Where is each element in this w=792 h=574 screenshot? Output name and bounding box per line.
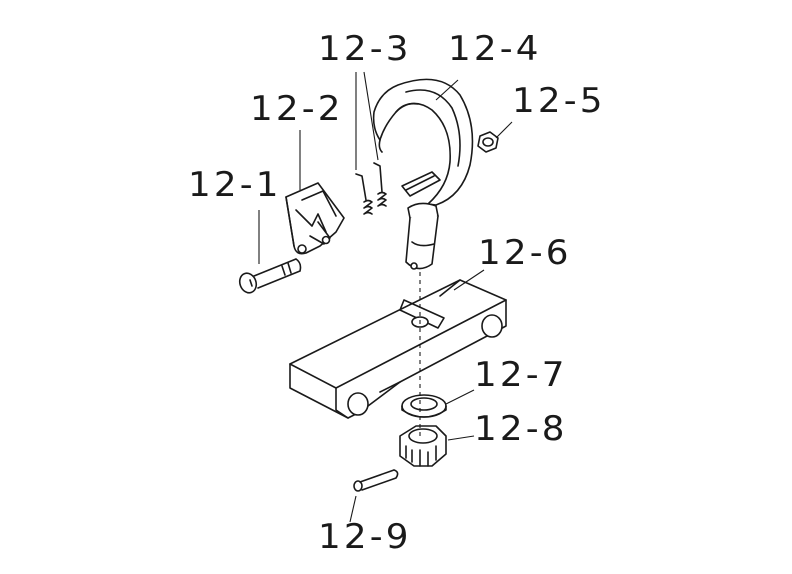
part-label-12-9: 12-9 bbox=[318, 517, 412, 557]
part-label-12-5: 12-5 bbox=[512, 81, 606, 121]
bracket-icon bbox=[285, 182, 345, 255]
bolt-icon bbox=[238, 258, 302, 294]
part-label-12-7: 12-7 bbox=[474, 355, 568, 395]
part-label-12-2: 12-2 bbox=[250, 89, 344, 129]
part-label-12-8: 12-8 bbox=[474, 409, 568, 449]
spring-icon bbox=[355, 162, 387, 215]
part-label-12-6: 12-6 bbox=[478, 233, 572, 273]
part-label-12-3: 12-3 bbox=[318, 29, 412, 69]
part-label-12-4: 12-4 bbox=[448, 29, 542, 69]
castle-nut-icon bbox=[399, 425, 447, 467]
hook-icon bbox=[372, 78, 474, 270]
cotter-pin-icon bbox=[353, 469, 399, 492]
nut-icon bbox=[477, 131, 499, 153]
part-label-12-1: 12-1 bbox=[188, 165, 282, 205]
washer-icon bbox=[401, 394, 447, 418]
base-bar-icon bbox=[289, 279, 507, 419]
leader-lines bbox=[258, 71, 513, 523]
